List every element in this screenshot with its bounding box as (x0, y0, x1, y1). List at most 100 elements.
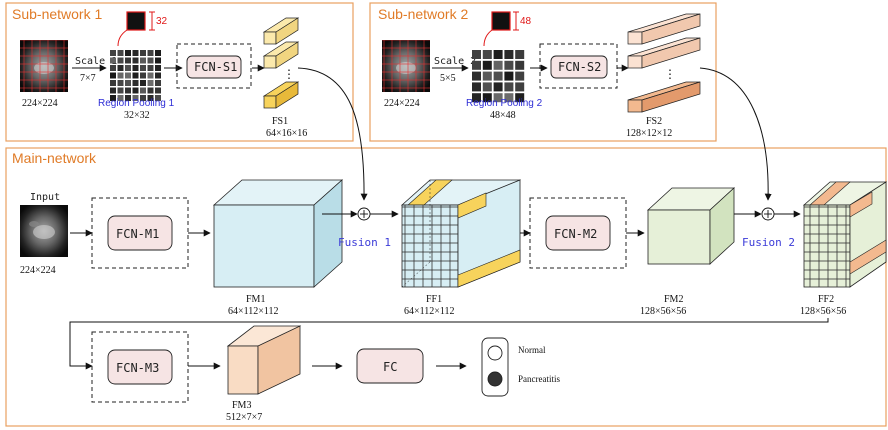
pool-cell (155, 95, 161, 101)
fcn-m3-label: FCN-M3 (116, 361, 159, 375)
fcn-m1-module (107, 215, 173, 251)
fs2-feature-stack: ⋮ (627, 13, 701, 113)
pool-cell (140, 72, 146, 79)
fm1-size: 64×112×112 (228, 306, 279, 317)
ff2-size: 128×56×56 (800, 306, 846, 317)
pool-cell (132, 57, 139, 64)
pool-cell (147, 72, 154, 79)
pool-cell (155, 57, 161, 64)
pool-cell (482, 82, 492, 92)
fs2-to-fusion2-connector (699, 67, 772, 201)
pool-cell (117, 50, 124, 56)
pool-cell (155, 50, 161, 56)
pool-cell (482, 50, 492, 59)
sub2-scale-label: Scale 2 (434, 56, 476, 67)
pool-cell (493, 82, 503, 92)
output-indicator (481, 337, 509, 397)
pool-cell (482, 71, 492, 81)
m1-dashed-box (91, 197, 189, 269)
sub2-fcn-dashed-box (539, 43, 618, 89)
pool-cell (504, 93, 514, 103)
pool-cell (140, 57, 146, 64)
pool-cell (504, 50, 514, 59)
pool-cell (472, 82, 481, 92)
pool-cell (132, 65, 139, 71)
pool-cell (147, 95, 154, 101)
ff1-feature-cube (400, 179, 522, 288)
pool-cell (110, 50, 116, 56)
fcn-s2-module (550, 55, 608, 79)
sub1-scale-kernel: 7×7 (80, 73, 96, 84)
sub1-scale-label: Scale 1 (75, 56, 117, 67)
fm1-label: FM1 (246, 294, 265, 305)
fcn-m1-label: FCN-M1 (116, 227, 159, 241)
main-network-panel (5, 147, 887, 427)
pool-cell (482, 60, 492, 70)
fs2-label: FS2 (646, 116, 662, 127)
sub2-region-size: 48 (520, 16, 532, 27)
fusion1-label: Fusion 1 (338, 236, 391, 249)
main-network-title: Main-network (12, 150, 97, 166)
sub-network-2-title: Sub-network 2 (378, 6, 468, 22)
fm1-feature-cube (212, 179, 344, 288)
pool-cell (155, 80, 161, 86)
m2-dashed-box (529, 197, 627, 269)
ff1-label: FF1 (426, 294, 442, 305)
fcn-s1-module (186, 55, 242, 79)
pool-cell (110, 72, 116, 79)
pool-cell (515, 82, 525, 92)
pool-cell (147, 50, 154, 56)
pool-cell (117, 87, 124, 94)
pool-cell (140, 50, 146, 56)
pool-cell (493, 50, 503, 59)
pool-cell (117, 72, 124, 79)
pool-cell (472, 50, 481, 59)
fs1-size: 64×16×16 (266, 128, 307, 139)
pool-cell (117, 57, 124, 64)
ff2-to-m3-connector (69, 318, 829, 370)
m3-dashed-box (91, 331, 189, 403)
sub1-input-ct-image (20, 40, 68, 92)
sub2-pool-size: 48×48 (490, 110, 516, 121)
fusion2-plus-icon (761, 207, 775, 221)
pool-cell (117, 65, 124, 71)
fm2-feature-cube (646, 187, 736, 265)
fm3-size: 512×7×7 (226, 412, 262, 423)
main-input-title: Input (30, 192, 60, 203)
pool-cell (132, 95, 139, 101)
fm3-label: FM3 (232, 400, 251, 411)
ff2-feature-cube (802, 181, 888, 288)
pool-cell (132, 50, 139, 56)
sub1-input-size: 224×224 (22, 98, 58, 109)
sub1-region-zoom (117, 11, 155, 47)
fc-module (356, 348, 424, 384)
pool-cell (125, 87, 131, 94)
pool-cell (110, 95, 116, 101)
pool-cell (493, 93, 503, 103)
pool-cell (147, 57, 154, 64)
pool-cell (472, 71, 481, 81)
sub-network-2-panel (369, 2, 717, 142)
pool-cell (110, 65, 116, 71)
pool-cell (140, 65, 146, 71)
pool-cell (155, 72, 161, 79)
pool-cell (125, 95, 131, 101)
pool-cell (140, 87, 146, 94)
pool-cell (125, 65, 131, 71)
fm2-size: 128×56×56 (640, 306, 686, 317)
pool-cell (132, 80, 139, 86)
pool-cell (132, 87, 139, 94)
ff1-size: 64×112×112 (404, 306, 455, 317)
output-normal-label: Normal (518, 345, 546, 355)
sub1-fcn-dashed-box (176, 43, 252, 89)
pool-cell (110, 57, 116, 64)
fm3-feature-cube (226, 325, 302, 395)
pool-cell (140, 95, 146, 101)
pool-cell (110, 80, 116, 86)
fs1-feature-stack: ⋮ (262, 17, 300, 109)
pool-cell (472, 60, 481, 70)
fcn-s2-label: FCN-S2 (558, 60, 601, 74)
sub2-scale-kernel: 5×5 (440, 73, 456, 84)
fcn-m2-module (545, 215, 611, 251)
